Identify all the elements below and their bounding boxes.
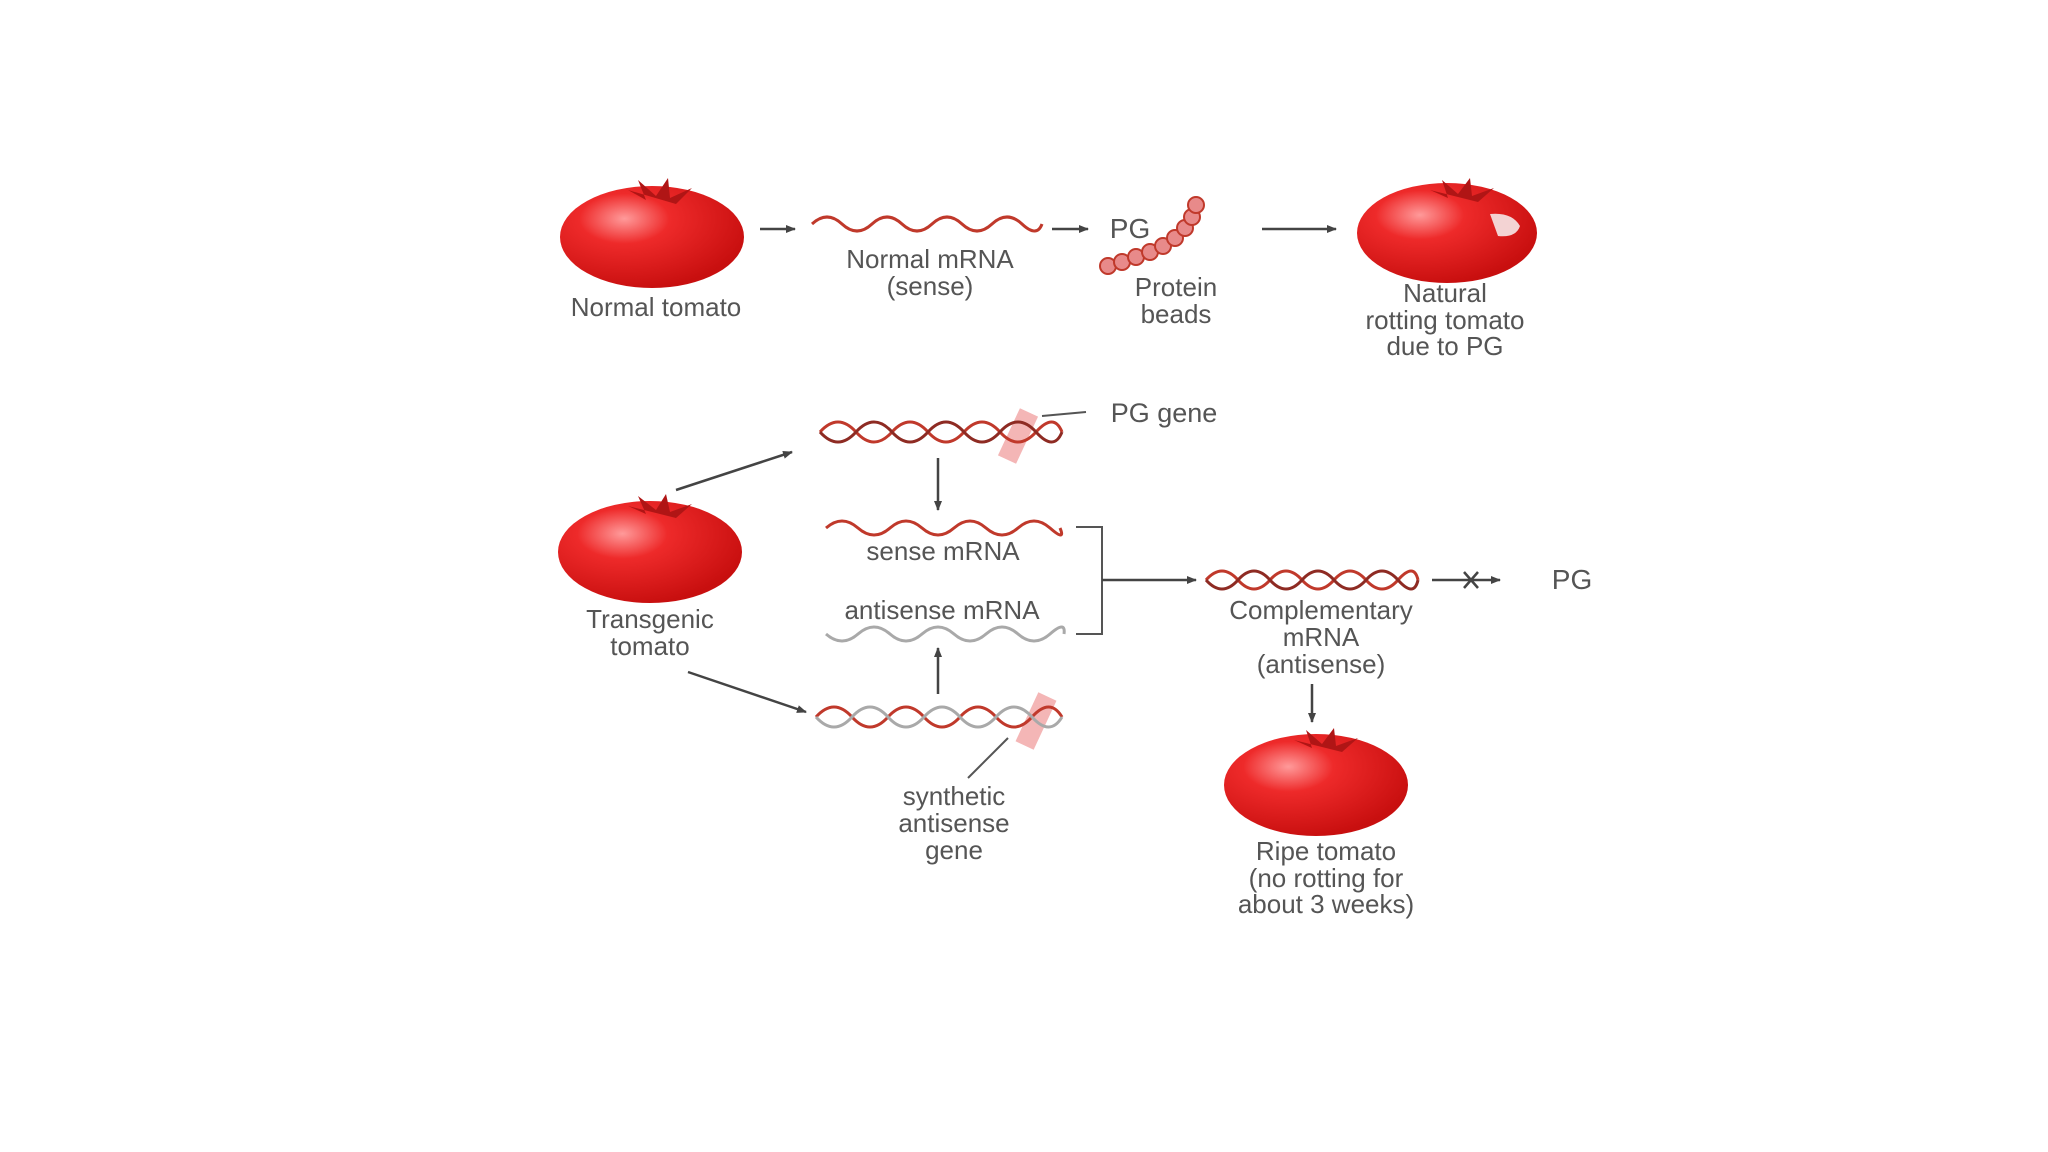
ripe-label-1: Ripe tomato: [1256, 836, 1396, 866]
stem-icon: [1294, 728, 1358, 752]
sense-mrna: sense mRNA: [825, 519, 1064, 566]
pg-label-bottom: PG: [1552, 564, 1592, 595]
dna-helix-icon: [1204, 569, 1420, 591]
rotting-label-2: rotting tomato: [1366, 305, 1525, 335]
normal-tomato-label: Normal tomato: [571, 292, 742, 322]
rotting-label-1: Natural: [1403, 278, 1487, 308]
protein-beads: Protein beads: [1099, 196, 1217, 329]
complementary-label-2: mRNA: [1283, 622, 1360, 652]
mrna-wave-icon: [825, 519, 1064, 537]
protein-beads-icon: [1099, 196, 1205, 275]
dna-helix-icon: [818, 420, 1064, 444]
transgenic-label-2: tomato: [610, 631, 690, 661]
stem-icon: [628, 494, 692, 518]
synthetic-label-1: synthetic: [903, 781, 1006, 811]
bracket: [1076, 526, 1103, 635]
tomato-icon: [558, 501, 742, 603]
ripe-tomato: Ripe tomato (no rotting for about 3 week…: [1224, 728, 1414, 919]
normal-mrna: Normal mRNA (sense): [810, 215, 1044, 301]
complementary-label-1: Complementary: [1229, 595, 1413, 625]
arrow-tomato-to-pg-gene: [675, 450, 793, 492]
tomato-icon: [1224, 734, 1408, 836]
ripe-label-2: (no rotting for: [1249, 863, 1404, 893]
antisense-mrna-label: antisense mRNA: [844, 595, 1040, 625]
tomato-icon: [1357, 183, 1537, 283]
protein-label-1: Protein: [1135, 272, 1217, 302]
normal-tomato: Normal tomato: [560, 178, 744, 322]
protein-label-2: beads: [1141, 299, 1212, 329]
synthetic-antisense-gene: synthetic antisense gene: [814, 692, 1064, 865]
transgenic-tomato: Transgenic tomato: [558, 494, 742, 661]
normal-mrna-label-2: (sense): [887, 271, 974, 301]
stem-icon: [628, 178, 692, 204]
tomato-icon: [560, 186, 744, 288]
highlight-band: [997, 408, 1039, 464]
complementary-mrna: Complementary mRNA (antisense): [1204, 569, 1420, 679]
pg-gene: PG gene: [818, 398, 1218, 464]
rotting-label-3: due to PG: [1386, 331, 1503, 361]
complementary-label-3: (antisense): [1257, 649, 1386, 679]
dna-helix-icon: [814, 705, 1064, 729]
ripe-label-3: about 3 weeks): [1238, 889, 1414, 919]
sense-mrna-label: sense mRNA: [866, 536, 1020, 566]
synthetic-label-3: gene: [925, 835, 983, 865]
pg-label-top: PG: [1110, 213, 1150, 244]
transgenic-label-1: Transgenic: [586, 604, 714, 634]
stem-icon: [1430, 178, 1494, 202]
rot-patch-icon: [1490, 213, 1520, 237]
mrna-wave-icon: [825, 625, 1066, 643]
synthetic-label-2: antisense: [898, 808, 1009, 838]
antisense-mrna: antisense mRNA: [825, 595, 1066, 643]
mrna-wave-icon: [810, 215, 1044, 233]
arrow-tomato-to-synthetic-gene: [687, 670, 807, 714]
rotting-tomato: Natural rotting tomato due to PG: [1357, 178, 1537, 361]
normal-mrna-label-1: Normal mRNA: [846, 244, 1014, 274]
pg-gene-label: PG gene: [1111, 398, 1218, 428]
pg-gene-pointer: [1041, 411, 1087, 417]
synthetic-gene-pointer: [967, 737, 1009, 779]
blocked-x-icon: [1463, 571, 1479, 589]
